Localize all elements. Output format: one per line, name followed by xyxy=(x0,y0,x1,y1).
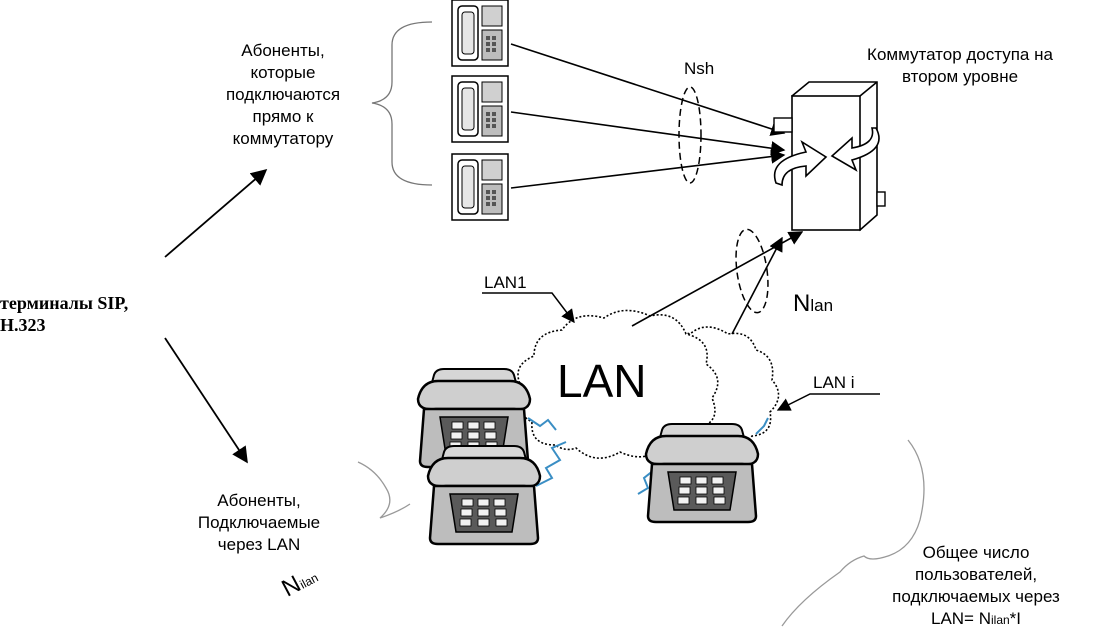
terminals-to-lan-arrow xyxy=(164,337,248,464)
total-line-2: пользователей, xyxy=(914,565,1038,584)
desk-phone-2 xyxy=(451,75,509,143)
wire-phone3b xyxy=(755,417,769,435)
nsh-label: Nsh xyxy=(684,59,715,78)
lan1-label: LAN1 xyxy=(484,273,527,292)
nsh-ellipse xyxy=(678,86,702,184)
phone2-to-switch-arrow xyxy=(510,111,786,156)
lan-i-leader xyxy=(776,393,880,411)
nlan-sub: lan xyxy=(810,296,834,315)
switch-title-line-1: Коммутатор доступа на xyxy=(867,45,1053,64)
lan-phone-2 xyxy=(426,444,542,546)
total-users-label: Общее число пользователей, подключаемых … xyxy=(856,542,1096,631)
terminals-to-direct-arrow xyxy=(164,168,268,258)
nlan-main: N xyxy=(793,290,811,317)
phone3-to-switch-arrow xyxy=(510,149,786,189)
direct-subscribers-line-1: Абоненты, xyxy=(241,41,325,60)
direct-subscribers-line-5: коммутатору xyxy=(232,129,334,148)
nlan-label: Nlan xyxy=(793,290,833,320)
direct-subscribers-brace xyxy=(371,21,433,186)
direct-subscribers-line-2: которые xyxy=(250,63,316,82)
terminals-line-2: H.323 xyxy=(0,315,46,335)
wire-phone1 xyxy=(527,417,557,431)
terminals-line-1: терминалы SIP, xyxy=(0,293,129,313)
lan-cloud-label: LAN xyxy=(557,355,647,407)
terminals-label: терминалы SIP, H.323 xyxy=(0,292,180,336)
total-line-4-sub: ilan xyxy=(990,613,1010,627)
lan-subscribers-line-3: через LAN xyxy=(217,535,301,554)
direct-subscribers-line-3: подключаются xyxy=(225,85,341,104)
lan1-leader xyxy=(482,292,575,324)
lan-phone-3 xyxy=(644,422,760,524)
lan-subscribers-line-1: Абоненты, xyxy=(217,491,301,510)
lan-subscribers-line-2: Подключаемые xyxy=(197,513,321,532)
lan-group-brace-left xyxy=(357,461,411,519)
lan-i-label: LAN i xyxy=(813,373,855,392)
desk-phone-1 xyxy=(451,0,509,67)
desk-phone-3 xyxy=(451,153,509,221)
total-line-4-prefix: LAN= N xyxy=(930,609,991,628)
lan1-cloud xyxy=(516,309,719,459)
total-line-1: Общее число xyxy=(922,543,1030,562)
lan-to-switch-arrow-1 xyxy=(631,231,804,327)
direct-subscribers-line-4: прямо к xyxy=(252,107,314,126)
lan-to-switch-arrow-2 xyxy=(731,236,783,335)
total-line-4: LAN= Nilan*I xyxy=(856,608,1096,631)
lan-subscribers-label: Абоненты, Подключаемые через LAN xyxy=(166,490,352,556)
switch-title-line-2: втором уровне xyxy=(901,67,1019,86)
switch-title: Коммутатор доступа на втором уровне xyxy=(824,44,1096,88)
access-switch xyxy=(773,81,886,232)
lan-group-brace-right xyxy=(781,439,925,627)
nlan-ellipse xyxy=(735,228,769,314)
total-line-3: подключаемых через xyxy=(892,587,1060,606)
total-line-4-suffix: *I xyxy=(1009,609,1022,628)
wire-phone2 xyxy=(535,441,567,487)
direct-subscribers-label: Абоненты, которые подключаются прямо к к… xyxy=(190,40,376,150)
phone1-to-switch-arrow xyxy=(510,43,786,136)
